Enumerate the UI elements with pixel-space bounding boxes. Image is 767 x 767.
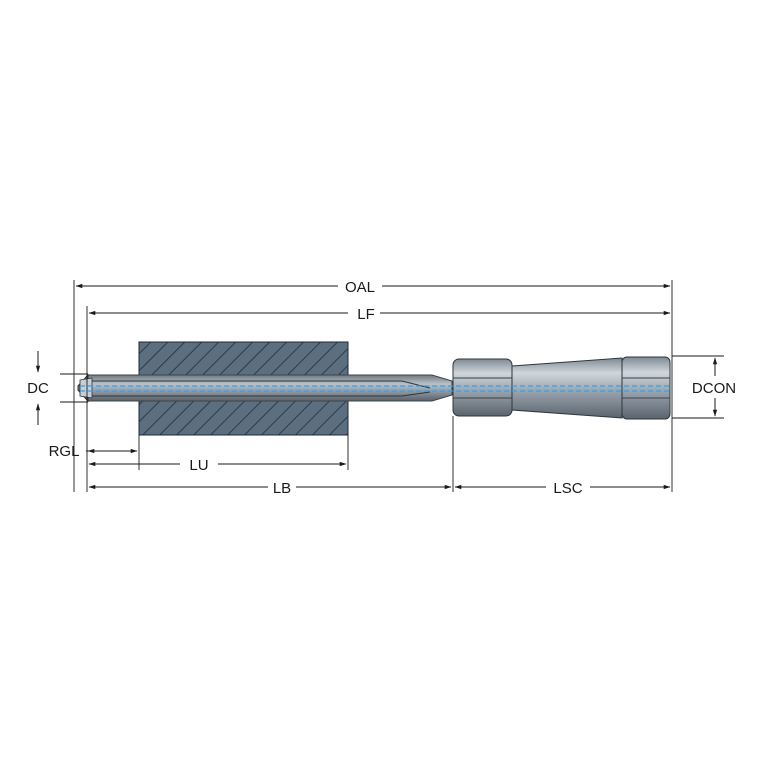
rgl-label: RGL <box>49 443 80 460</box>
drill-body <box>77 374 453 402</box>
lb-dimension: LB <box>88 480 452 497</box>
rgl-dimension: RGL <box>49 443 138 460</box>
lf-dimension: LF <box>88 306 671 323</box>
lu-label: LU <box>189 457 208 474</box>
lsc-dimension: LSC <box>454 480 671 497</box>
oal-label: OAL <box>345 279 375 296</box>
coolant-channel <box>80 385 672 392</box>
dc-label: DC <box>27 380 49 397</box>
shank-collar <box>452 358 513 417</box>
tapered-shank <box>511 357 623 419</box>
drill-tip <box>77 373 93 403</box>
dcon-label: DCON <box>692 380 736 397</box>
lb-label: LB <box>273 480 291 497</box>
dcon-dimension: DCON <box>692 357 736 417</box>
lu-dimension: LU <box>88 457 347 474</box>
lf-label: LF <box>357 306 375 323</box>
shank-end <box>621 356 671 420</box>
oal-dimension: OAL <box>75 279 671 296</box>
dc-dimension: DC <box>27 351 49 425</box>
lsc-label: LSC <box>553 480 582 497</box>
